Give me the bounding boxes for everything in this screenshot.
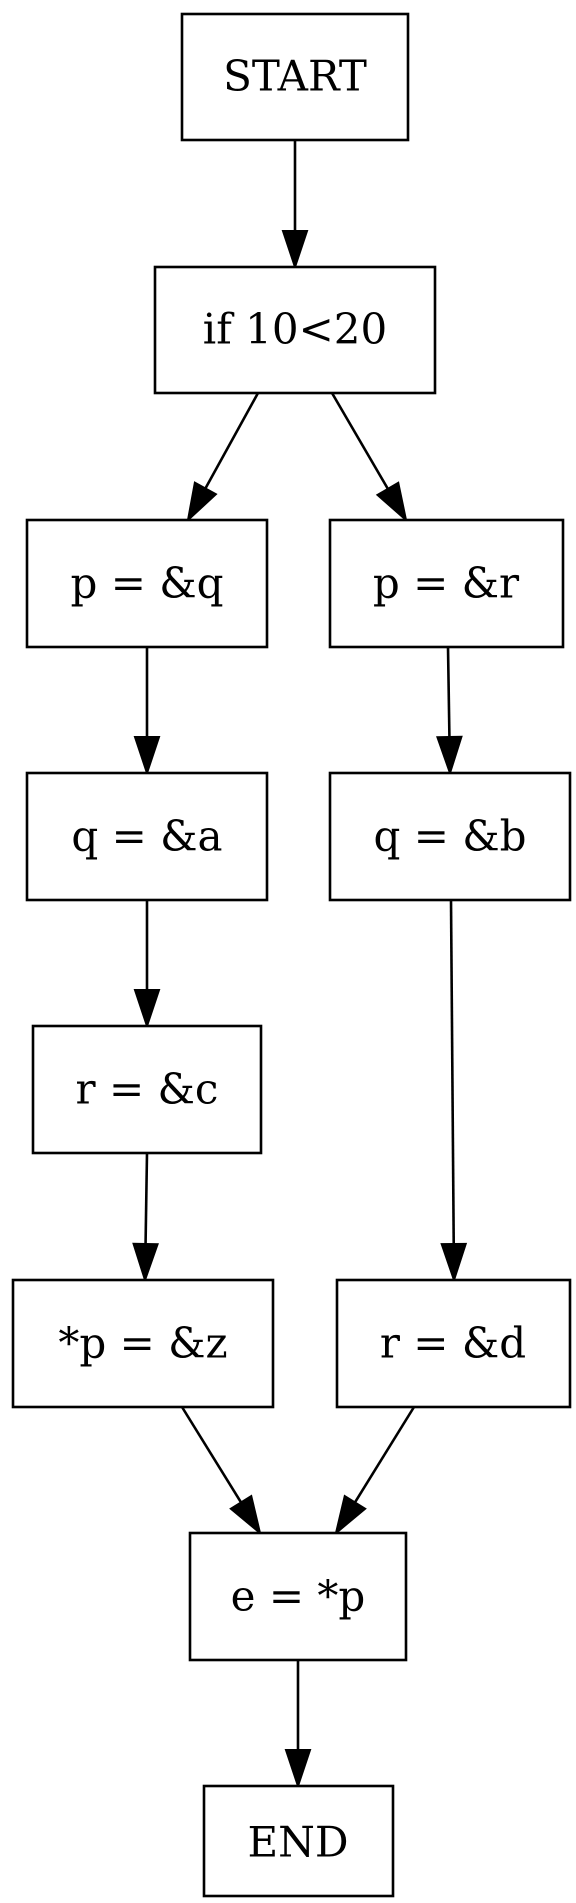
arrowhead-icon bbox=[229, 1494, 262, 1536]
arrowhead-icon bbox=[284, 1749, 312, 1790]
edge-line bbox=[446, 646, 451, 738]
node-e-eq-deref-p-label: e = *p bbox=[231, 1572, 366, 1621]
arrowhead-icon bbox=[436, 735, 463, 777]
edge-start-to-cond bbox=[281, 140, 309, 271]
arrowhead-icon bbox=[440, 1242, 468, 1284]
edge-cond-to-p_q bbox=[186, 392, 260, 523]
node-p-eq-addr-r: p = &r bbox=[328, 518, 565, 649]
arrowhead-icon bbox=[334, 1494, 367, 1536]
edge-line bbox=[353, 1406, 416, 1504]
node-q-eq-addr-b: q = &b bbox=[328, 771, 572, 902]
arrowhead-icon bbox=[132, 1242, 159, 1284]
edge-q_b-to-r_d bbox=[440, 899, 468, 1284]
edge-line bbox=[180, 1406, 243, 1504]
arrowhead-icon bbox=[375, 481, 408, 523]
edge-cond-to-p_r bbox=[330, 392, 408, 523]
edge-star_p_z-to-e_p bbox=[180, 1406, 262, 1536]
node-p-eq-addr-q-label: p = &q bbox=[70, 559, 223, 608]
node-condition-label: if 10<20 bbox=[203, 305, 387, 354]
node-r-eq-addr-c: r = &c bbox=[31, 1024, 263, 1155]
edge-e_p-to-end bbox=[284, 1660, 312, 1790]
node-r-eq-addr-c-label: r = &c bbox=[76, 1065, 219, 1114]
edge-line bbox=[330, 392, 389, 490]
node-condition: if 10<20 bbox=[153, 265, 437, 395]
node-deref-p-eq-addr-z-label: *p = &z bbox=[58, 1319, 227, 1368]
node-e-eq-deref-p: e = *p bbox=[188, 1531, 408, 1662]
edge-line bbox=[204, 392, 260, 490]
node-deref-p-eq-addr-z: *p = &z bbox=[11, 1278, 275, 1409]
edge-r_d-to-e_p bbox=[334, 1406, 416, 1536]
node-start-label: START bbox=[223, 52, 367, 101]
edge-q_a-to-r_c bbox=[133, 900, 161, 1030]
node-q-eq-addr-b-label: q = &b bbox=[373, 812, 526, 861]
edge-r_c-to-star_p_z bbox=[132, 1152, 159, 1284]
node-end: END bbox=[202, 1784, 395, 1898]
arrowhead-icon bbox=[186, 481, 218, 523]
node-r-eq-addr-d-label: r = &d bbox=[380, 1319, 526, 1368]
arrowhead-icon bbox=[133, 736, 161, 777]
node-p-eq-addr-q: p = &q bbox=[25, 518, 269, 649]
node-q-eq-addr-a: q = &a bbox=[25, 771, 269, 902]
node-q-eq-addr-a-label: q = &a bbox=[71, 812, 222, 861]
edge-p_r-to-q_b bbox=[436, 646, 463, 777]
arrowhead-icon bbox=[281, 230, 309, 271]
edge-line bbox=[144, 1152, 149, 1245]
edges-layer bbox=[132, 140, 468, 1790]
node-p-eq-addr-r-label: p = &r bbox=[373, 559, 520, 608]
edge-p_q-to-q_a bbox=[133, 647, 161, 777]
edge-line bbox=[449, 899, 456, 1245]
arrowhead-icon bbox=[133, 989, 161, 1030]
node-end-label: END bbox=[247, 1818, 348, 1867]
node-r-eq-addr-d: r = &d bbox=[335, 1278, 572, 1409]
node-start: START bbox=[180, 12, 410, 142]
